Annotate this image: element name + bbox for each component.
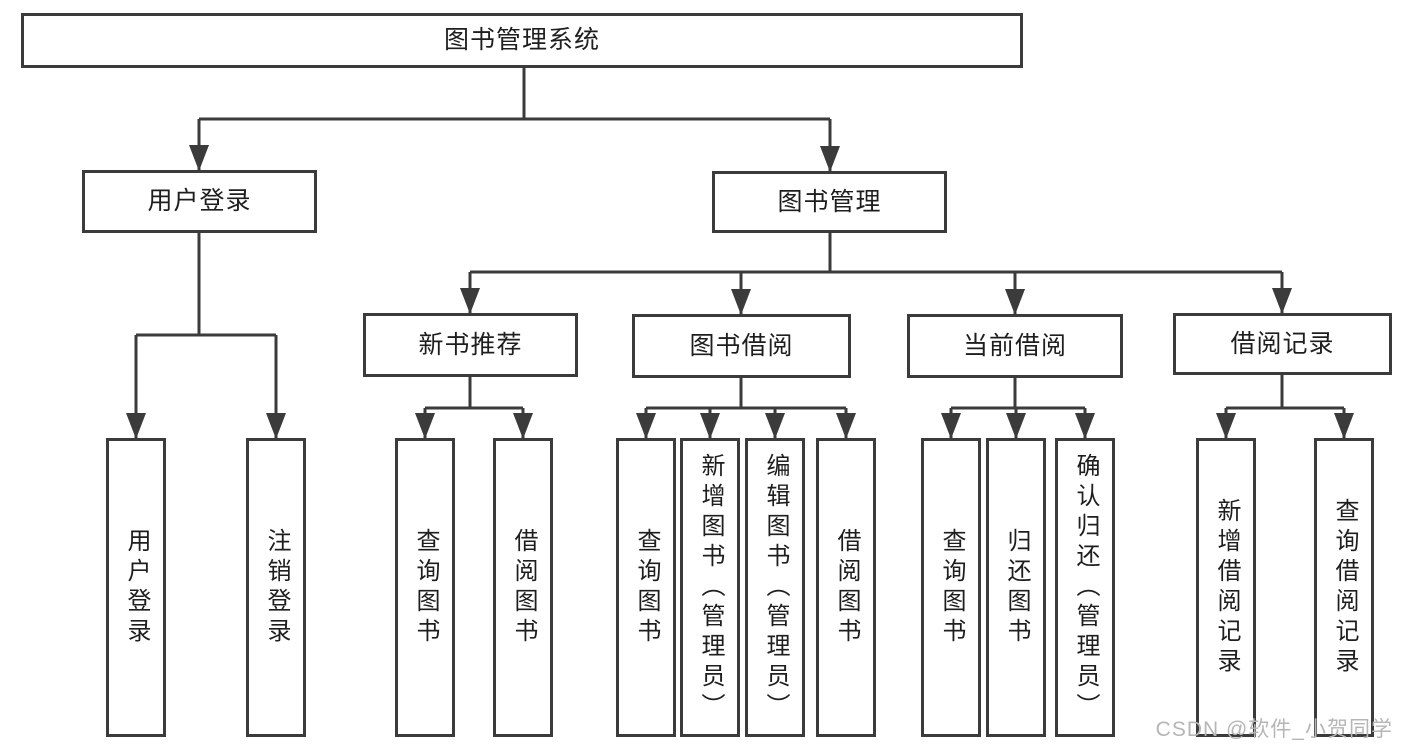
leaf-borrow-add-admin: 新增图书（管理员） [680,438,740,737]
leaf-label: 归还图书 [1003,527,1030,648]
leaf-record-query: 查询借阅记录 [1314,438,1374,737]
leaf-borrow-borrow: 借阅图书 [816,438,876,737]
leaf-label: 用户登录 [123,527,150,648]
node-label: 用户登录 [147,187,252,215]
leaf-label: 确认归还（管理员） [1072,452,1099,723]
leaf-label: 注销登录 [263,527,290,648]
leaf-newbook-borrow: 借阅图书 [493,438,553,737]
node-new-book-recommend: 新书推荐 [363,313,578,377]
leaf-label: 编辑图书（管理员） [762,452,789,723]
leaf-label: 新增图书（管理员） [697,452,724,723]
leaf-label: 借阅图书 [510,527,537,648]
leaf-record-add: 新增借阅记录 [1196,438,1256,737]
leaf-label: 查询图书 [412,527,439,648]
leaf-current-confirm-admin: 确认归还（管理员） [1055,438,1115,737]
node-label: 当前借阅 [962,331,1067,360]
leaf-logout: 注销登录 [246,438,306,737]
node-book-borrow: 图书借阅 [632,314,851,378]
leaf-label: 借阅图书 [833,527,860,648]
node-user-login: 用户登录 [82,170,317,233]
node-current-borrow: 当前借阅 [907,314,1123,378]
node-book-management: 图书管理 [712,171,947,233]
node-label: 图书管理 [777,187,882,216]
csdn-watermark: CSDN @软件_小贺同学 [1155,718,1393,741]
node-label: 图书借阅 [689,331,794,360]
leaf-label: 查询图书 [633,527,660,648]
leaf-borrow-edit-admin: 编辑图书（管理员） [745,438,805,737]
leaf-label: 新增借阅记录 [1213,497,1240,678]
node-label: 新书推荐 [418,330,523,359]
leaf-label: 查询借阅记录 [1331,497,1358,678]
node-borrow-record: 借阅记录 [1173,313,1392,375]
leaf-newbook-query: 查询图书 [395,438,455,737]
leaf-label: 查询图书 [938,527,965,648]
node-root-system: 图书管理系统 [21,13,1023,68]
leaf-current-return: 归还图书 [986,438,1046,737]
leaf-user-login: 用户登录 [106,438,166,737]
node-label: 图书管理系统 [443,26,600,54]
leaf-borrow-query: 查询图书 [616,438,676,737]
node-label: 借阅记录 [1230,329,1335,358]
leaf-current-query: 查询图书 [921,438,981,737]
